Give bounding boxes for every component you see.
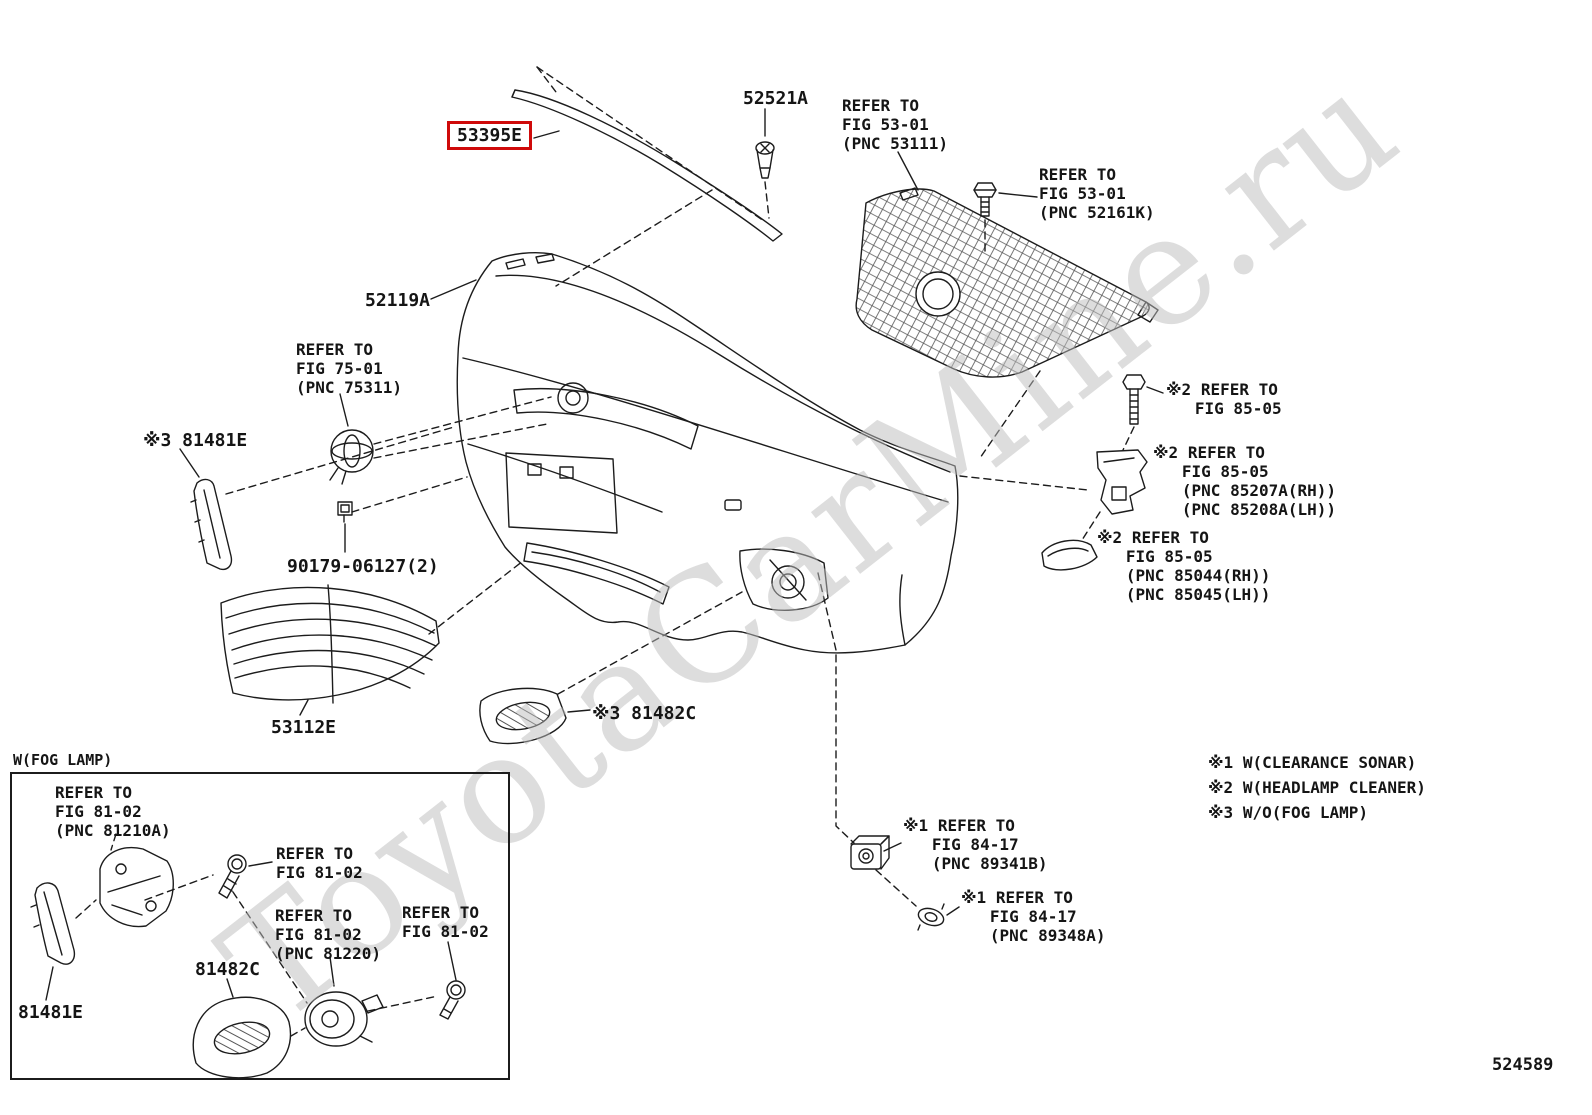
figure-number: 524589 <box>1492 1055 1554 1075</box>
hood-molding-art <box>511 89 783 242</box>
part-label-molding-highlighted[interactable]: 53395E <box>447 121 533 150</box>
ref-label-sonar-retainer: ※1 REFER TO FIG 84-17 (PNC 89348A) <box>961 888 1106 945</box>
legend-item-wo-fog-lamp: ※3 W/O(FOG LAMP) <box>1208 803 1369 822</box>
ref-label-cleaner-cover: ※2 REFER TO FIG 85-05 (PNC 85044(RH)) (P… <box>1097 528 1271 604</box>
ref-label-grille-screw: REFER TO FIG 53-01 (PNC 52161K) <box>1039 165 1155 222</box>
fog-lamp-box-title: W(FOG LAMP) <box>13 751 113 769</box>
fog-cover-art <box>479 687 567 745</box>
part-label-fog-bezel[interactable]: 81482C <box>195 959 261 980</box>
hood-clip-art <box>755 141 775 179</box>
fog-spacer-art <box>30 882 76 965</box>
legend-item-headlamp-cleaner: ※2 W(HEADLAMP CLEANER) <box>1208 778 1426 797</box>
ref-label-cleaner-bolt: ※2 REFER TO FIG 85-05 <box>1166 380 1282 418</box>
dashed-leader-lines <box>75 66 1135 1037</box>
fog-screw-lower-art <box>439 980 466 1020</box>
sonar-sensor-art <box>850 835 890 870</box>
part-label-grille-clip[interactable]: 90179-06127(2) <box>287 556 439 577</box>
fog-bezel-art <box>192 996 292 1079</box>
part-label-fog-spacer[interactable]: 81481E <box>18 1002 84 1023</box>
part-label-lower-grille[interactable]: 53112E <box>271 717 337 738</box>
part-label-bumper-cover[interactable]: 52119A <box>365 290 431 311</box>
ref-label-fog-bracket: REFER TO FIG 81-02 (PNC 81210A) <box>55 783 171 840</box>
sonar-retainer-art <box>917 903 945 931</box>
fog-lamp-art <box>304 991 384 1047</box>
part-label-hood-clip[interactable]: 52521A <box>743 88 809 109</box>
part-label-corner-spacer[interactable]: ※3 81481E <box>143 430 248 451</box>
cleaner-bracket-art <box>1096 449 1148 515</box>
lower-grille-art <box>220 584 440 704</box>
ref-label-cleaner-bracket: ※2 REFER TO FIG 85-05 (PNC 85207A(RH)) (… <box>1153 443 1337 519</box>
ref-label-fog-screw-upper: REFER TO FIG 81-02 <box>276 844 363 882</box>
ref-label-sonar-sensor: ※1 REFER TO FIG 84-17 (PNC 89341B) <box>903 816 1048 873</box>
grille-clip-art <box>337 501 353 523</box>
ref-label-fog-screw-lower: REFER TO FIG 81-02 <box>402 903 489 941</box>
corner-spacer-art <box>190 478 233 571</box>
legend-item-clearance-sonar: ※1 W(CLEARANCE SONAR) <box>1208 753 1417 772</box>
label-leader-lines <box>45 108 1164 1001</box>
emblem-art <box>329 429 374 485</box>
fog-lamp-option-box <box>10 772 510 1080</box>
ref-label-hood-lock: REFER TO FIG 53-01 (PNC 53111) <box>842 96 948 153</box>
fog-screw-upper-art <box>218 854 247 899</box>
ref-label-fog-lamp: REFER TO FIG 81-02 (PNC 81220) <box>275 906 381 963</box>
fog-bracket-art <box>99 847 174 928</box>
grille-screw-art <box>973 182 997 217</box>
ref-label-emblem: REFER TO FIG 75-01 (PNC 75311) <box>296 340 402 397</box>
radiator-grille-art <box>855 187 1159 378</box>
cleaner-cover-art <box>1041 539 1098 571</box>
part-label-fog-cover[interactable]: ※3 81482C <box>592 703 697 724</box>
cleaner-bolt-art <box>1122 374 1146 425</box>
